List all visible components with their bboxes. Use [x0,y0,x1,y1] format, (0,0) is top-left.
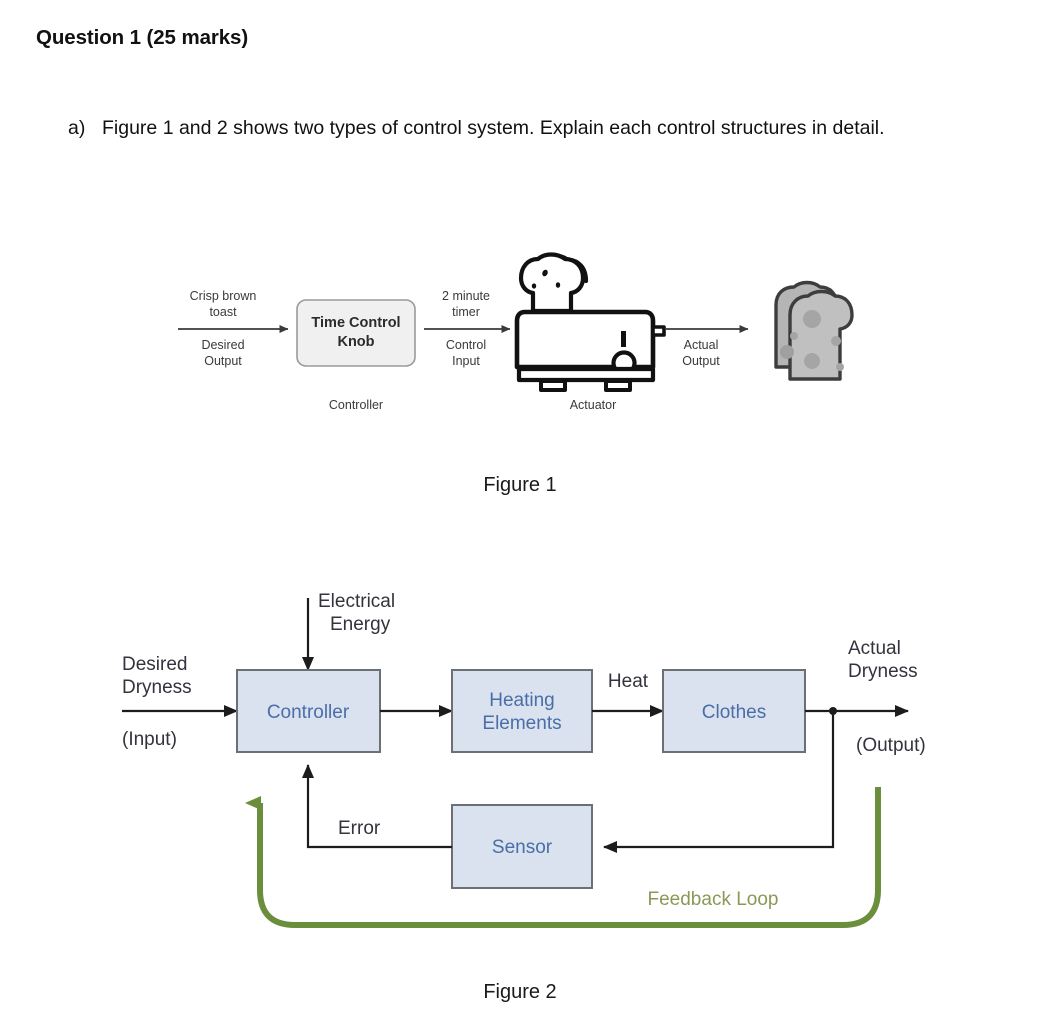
figure-1-diagram: Crisp brown toast Desired Output Time Co… [0,215,1037,430]
f1-controller-box-line2: Knob [337,334,374,350]
f1-input-label-line3: Desired [201,338,244,352]
f2-error-arrow [302,764,452,849]
figure-2-diagram: Desired Dryness (Input) Electrical Energ… [0,575,1037,955]
item-text: Figure 1 and 2 shows two types of contro… [102,117,885,139]
f2-output-label-line3: (Output) [856,735,926,756]
f2-sensor-feedback-arrow [603,711,835,853]
f2-controller-box-label: Controller [267,702,350,723]
f1-output-label-line1: Actual [684,338,719,352]
f1-control-label-line3: Control [446,338,486,352]
f2-input-label-line2: Dryness [122,677,192,698]
f2-error-label: Error [338,818,381,839]
f1-control-label-line2: timer [452,305,480,319]
f2-input-label-line1: Desired [122,654,187,675]
f2-feedback-loop-path [245,787,881,928]
page-title: Question 1 (25 marks) [36,26,249,49]
question-item-a: a) Figure 1 and 2 shows two types of con… [68,112,948,144]
f2-heating-elements-box: Heating Elements [451,669,593,753]
f2-output-label-line1: Actual [848,638,901,659]
f2-heating-box-line1: Heating [489,690,555,711]
f1-controller-box-line1: Time Control [311,315,400,331]
f2-heat-label: Heat [608,671,649,692]
f1-control-label-line1: 2 minute [442,289,490,303]
f2-energy-label-line1: Electrical [318,591,395,612]
f2-output-label-line2: Dryness [848,661,918,682]
f1-input-label-line4: Output [204,354,242,368]
f2-sensor-box: Sensor [451,804,593,889]
f2-energy-label-line2: Energy [330,614,391,635]
f1-input-label-line1: Crisp brown [190,289,257,303]
f2-feedback-loop-label: Feedback Loop [648,889,779,910]
f1-output-label-line2: Output [682,354,720,368]
figure-1-caption: Figure 1 [483,474,557,496]
f2-controller-box: Controller [236,669,381,753]
toaster-icon [514,252,666,392]
f1-input-label-line2: toast [209,305,237,319]
f2-heating-box-line2: Elements [482,713,561,734]
figure-2-caption: Figure 2 [483,981,557,1003]
toast-slices-icon [774,280,854,381]
f2-clothes-box-label: Clothes [702,702,766,723]
f1-controller-box: Time Control Knob [296,299,416,367]
f2-input-label-line3: (Input) [122,729,177,750]
item-marker: a) [68,117,86,139]
f1-controller-caption: Controller [329,398,383,412]
f1-control-label-line4: Input [452,354,480,368]
f1-actuator-caption: Actuator [570,398,617,412]
f2-clothes-box: Clothes [662,669,806,753]
f2-sensor-box-label: Sensor [492,837,553,858]
f2-output-arrow [805,705,909,717]
